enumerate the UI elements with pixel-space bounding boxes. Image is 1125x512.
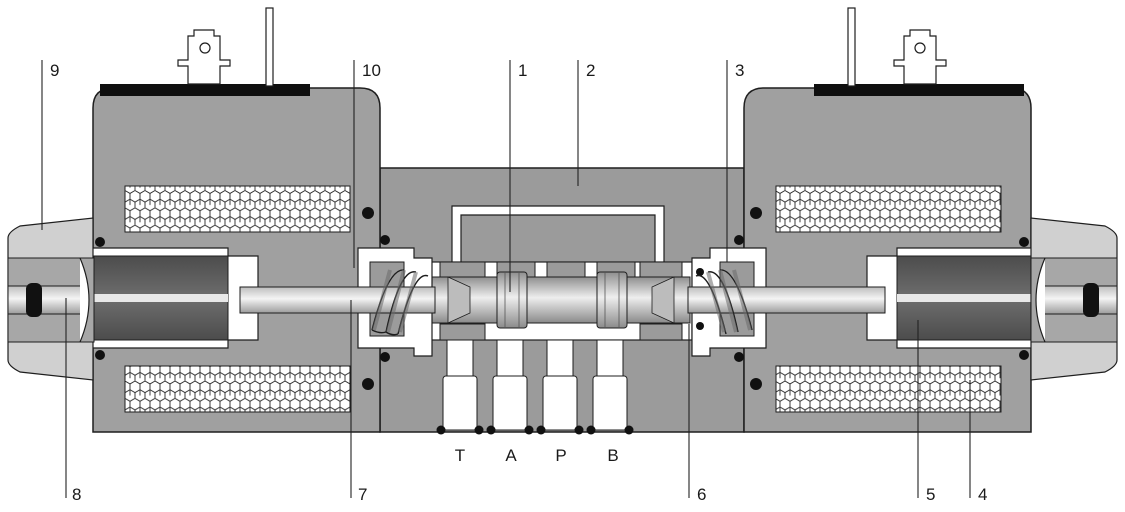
spool — [431, 271, 691, 329]
port-label-p: P — [555, 446, 566, 465]
left-end-cap — [7, 217, 95, 381]
port-label-b: B — [607, 446, 618, 465]
coil-upper-left — [124, 185, 351, 233]
right-solenoid-seals — [696, 207, 1029, 390]
port-channel-a — [492, 339, 528, 431]
callout-9: 9 — [50, 61, 59, 80]
port-seals — [436, 425, 634, 435]
port-channel-p — [542, 339, 578, 431]
port-labels: T A P B — [455, 446, 619, 465]
callout-2: 2 — [586, 61, 595, 80]
spring-icon — [695, 269, 753, 335]
port-channels — [436, 339, 634, 435]
coil-lower-left — [124, 365, 351, 413]
right-end-cap — [1030, 217, 1118, 381]
right-solenoid — [691, 7, 1046, 433]
callout-1: 1 — [518, 61, 527, 80]
callout-3: 3 — [735, 61, 744, 80]
callout-6: 6 — [697, 485, 706, 504]
callout-10: 10 — [362, 61, 381, 80]
port-channel-t — [442, 339, 478, 431]
left-solenoid-seals — [95, 207, 390, 390]
callout-8: 8 — [72, 485, 81, 504]
left-push-rod — [239, 286, 436, 314]
right-connector — [847, 7, 947, 87]
coil-upper-right — [775, 185, 1002, 233]
callout-labels: 9 10 1 2 3 8 7 6 5 4 — [50, 61, 987, 504]
left-connector — [177, 7, 274, 87]
spring-icon — [371, 269, 429, 336]
left-solenoid — [79, 7, 433, 433]
port-label-t: T — [455, 446, 465, 465]
port-label-a: A — [505, 446, 517, 465]
leader-lines — [41, 60, 971, 498]
port-channel-b — [592, 339, 628, 431]
callout-7: 7 — [358, 485, 367, 504]
coil-lower-right — [775, 365, 1002, 413]
right-push-rod — [687, 286, 886, 314]
callout-4: 4 — [978, 485, 987, 504]
callout-5: 5 — [926, 485, 935, 504]
